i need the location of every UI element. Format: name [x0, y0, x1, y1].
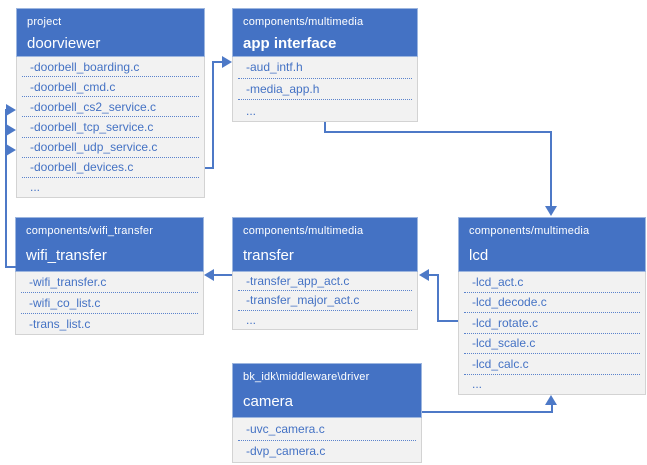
connector-app-interface-to-lcd	[324, 131, 552, 133]
file-item: ...	[472, 377, 483, 392]
file-item: -media_app.h	[238, 79, 412, 101]
arrowhead-into-app-interface	[222, 56, 232, 68]
file-item: ...	[246, 312, 257, 327]
file-item: ...	[246, 103, 257, 118]
connector-project-to-app-interface	[205, 167, 214, 169]
file-item: -trans_list.c	[29, 317, 91, 331]
file-item: -aud_intf.h	[238, 57, 412, 79]
file-item: -transfer_app_act.c	[238, 272, 412, 292]
file-item: ...	[30, 180, 41, 195]
connector-camera-to-lcd	[551, 402, 553, 413]
node-app-interface-file-list: -aud_intf.h -media_app.h ...	[232, 57, 418, 122]
connector-lcd-to-transfer	[437, 274, 439, 322]
file-item: -transfer_major_act.c	[238, 291, 412, 311]
node-wifi-transfer-header: components/wifi_transfer wifi_transfer	[15, 217, 204, 272]
node-lcd: components/multimedia lcd -lcd_act.c -lc…	[458, 217, 646, 395]
node-title: camera	[243, 393, 294, 410]
connector-transfer-to-wifi-transfer	[214, 274, 232, 276]
file-item: -lcd_decode.c	[464, 293, 640, 313]
node-project-file-list: -doorbell_boarding.c -doorbell_cmd.c -do…	[16, 57, 205, 198]
connector-wifi-transfer-to-project	[5, 266, 16, 268]
node-path: components/wifi_transfer	[26, 225, 154, 237]
node-title: app interface	[243, 35, 337, 52]
file-item: -lcd_calc.c	[464, 354, 640, 375]
file-item: -wifi_transfer.c	[21, 272, 198, 293]
node-transfer-header: components/multimedia transfer	[232, 217, 418, 272]
file-item: -doorbell_udp_service.c	[22, 138, 199, 158]
node-path: components/multimedia	[243, 225, 364, 237]
arrowhead-into-transfer	[419, 269, 429, 281]
node-project: project doorviewer -doorbell_boarding.c …	[16, 8, 205, 198]
node-title: doorviewer	[27, 35, 101, 52]
node-app-interface-header: components/multimedia app interface	[232, 8, 418, 57]
node-title: wifi_transfer	[26, 247, 107, 264]
file-item: -doorbell_cs2_service.c	[22, 97, 199, 118]
arrowhead-into-wifi-transfer	[204, 269, 214, 281]
file-item: -uvc_camera.c	[238, 418, 416, 441]
file-item: -dvp_camera.c	[246, 444, 326, 459]
connector-lcd-to-transfer	[429, 274, 439, 276]
node-project-header: project doorviewer	[16, 8, 205, 57]
node-lcd-file-list: -lcd_act.c -lcd_decode.c -lcd_rotate.c -…	[458, 272, 646, 395]
connector-app-interface-to-lcd	[550, 131, 552, 207]
node-app-interface: components/multimedia app interface -aud…	[232, 8, 418, 122]
node-lcd-header: components/multimedia lcd	[458, 217, 646, 272]
connector-project-to-app-interface	[212, 61, 224, 63]
arrowhead-into-doorbell-tcp-service	[6, 124, 16, 136]
node-path: project	[27, 16, 62, 28]
connector-lcd-to-transfer	[437, 320, 458, 322]
file-item: -doorbell_devices.c	[22, 158, 199, 178]
file-item: -doorbell_boarding.c	[22, 57, 199, 78]
connector-app-interface-to-lcd	[324, 122, 326, 133]
arrowhead-into-doorbell-udp-service	[6, 144, 16, 156]
node-title: lcd	[469, 247, 489, 264]
arrowhead-into-doorbell-cs2-service	[6, 104, 16, 116]
node-camera: bk_idk\middleware\driver camera -uvc_cam…	[232, 363, 422, 463]
node-wifi-transfer-file-list: -wifi_transfer.c -wifi_co_list.c -trans_…	[15, 272, 204, 335]
node-camera-header: bk_idk\middleware\driver camera	[232, 363, 422, 418]
node-wifi-transfer: components/wifi_transfer wifi_transfer -…	[15, 217, 204, 335]
connector-wifi-transfer-to-project	[5, 109, 7, 268]
connector-project-to-app-interface	[212, 61, 214, 169]
arrowhead-into-lcd-bottom	[545, 395, 557, 405]
node-transfer-file-list: -transfer_app_act.c -transfer_major_act.…	[232, 272, 418, 330]
arrowhead-into-lcd-top	[545, 206, 557, 216]
file-item: -doorbell_tcp_service.c	[22, 117, 199, 138]
connector-camera-to-lcd	[422, 411, 553, 413]
file-item: -doorbell_cmd.c	[22, 77, 199, 98]
file-item: -lcd_scale.c	[464, 334, 640, 354]
node-path: bk_idk\middleware\driver	[243, 371, 370, 383]
node-camera-file-list: -uvc_camera.c -dvp_camera.c	[232, 418, 422, 463]
file-item: -wifi_co_list.c	[21, 293, 198, 314]
node-path: components/multimedia	[243, 16, 364, 28]
file-item: -lcd_rotate.c	[464, 313, 640, 334]
node-transfer: components/multimedia transfer -transfer…	[232, 217, 418, 330]
file-item: -lcd_act.c	[464, 272, 640, 293]
node-path: components/multimedia	[469, 225, 590, 237]
node-title: transfer	[243, 247, 294, 264]
